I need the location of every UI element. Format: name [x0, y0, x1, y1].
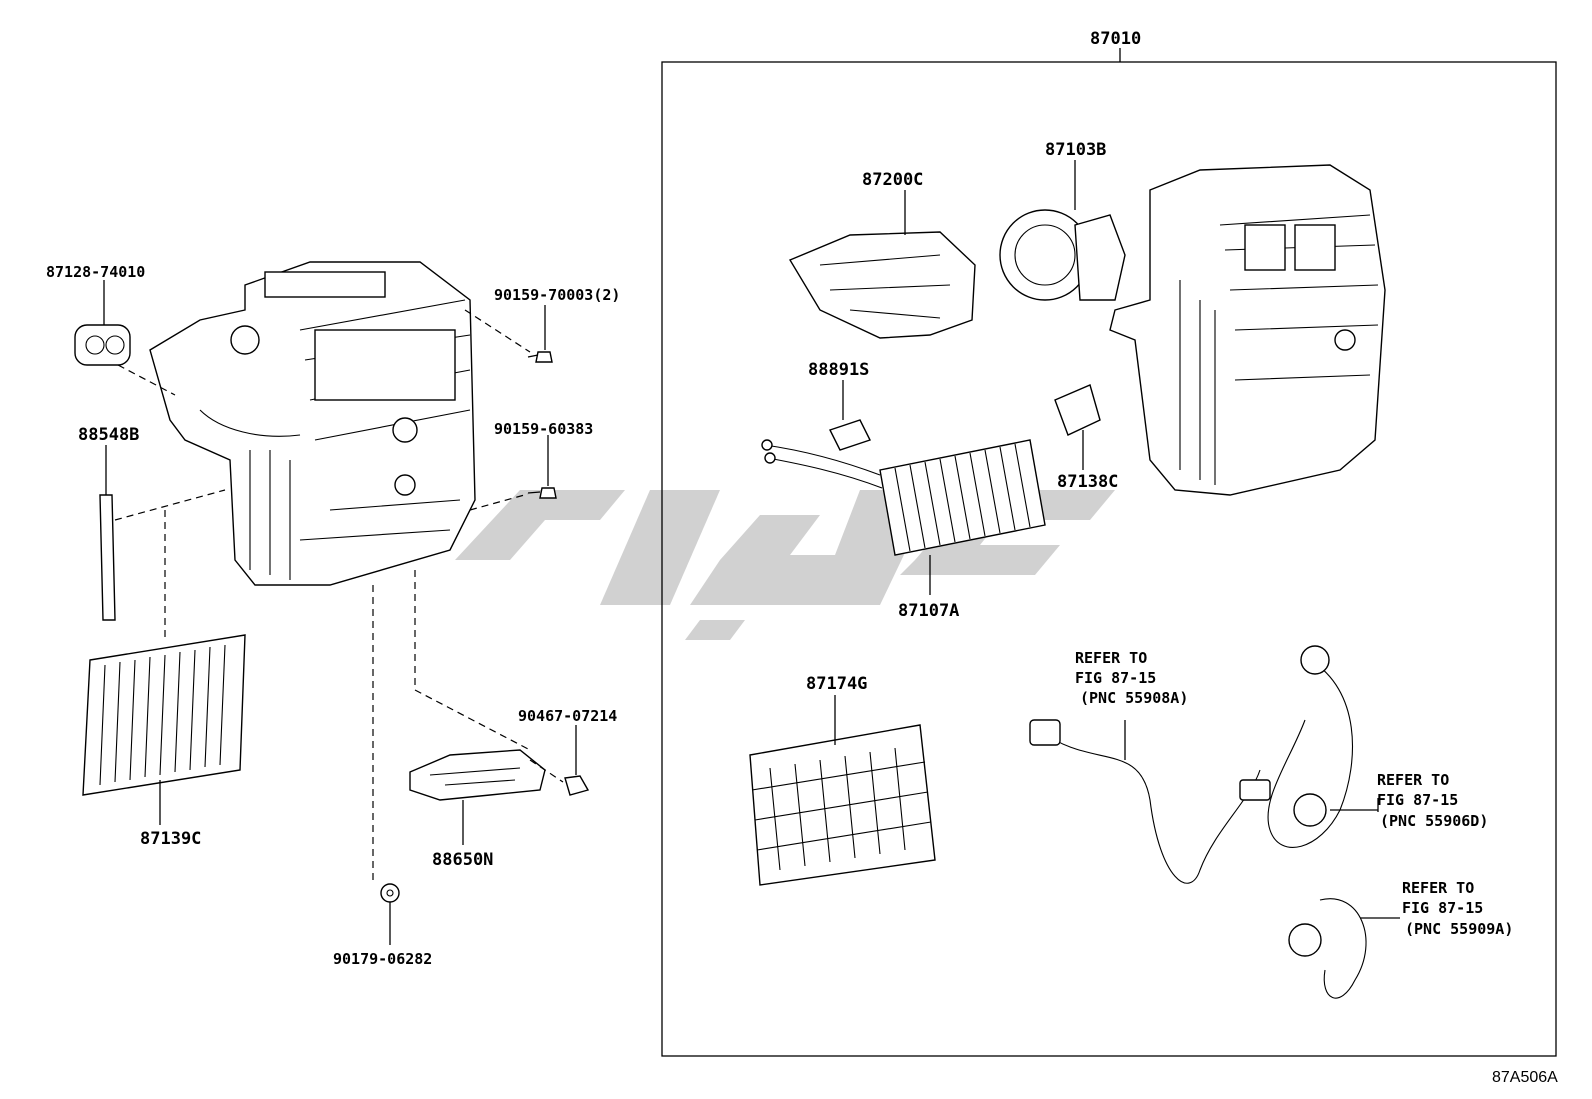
label-90159-70003: 90159-70003(2): [494, 286, 620, 304]
label-88650N: 88650N: [432, 850, 493, 870]
ref2-line3: (PNC 55906D): [1380, 812, 1488, 830]
label-88548B: 88548B: [78, 425, 139, 445]
clip-part: 90467-07214: [518, 707, 617, 796]
label-87174G: 87174G: [806, 674, 867, 694]
label-87103B: 87103B: [1045, 140, 1106, 160]
ref2-line2: FIG 87-15: [1377, 791, 1458, 809]
ref1-line2: FIG 87-15: [1075, 669, 1156, 687]
label-87010: 87010: [1090, 29, 1141, 49]
label-90179-06282: 90179-06282: [333, 950, 432, 968]
air-filter-cover-part: 87174G: [749, 674, 936, 886]
assembly-frame-87010: 87010: [661, 29, 1557, 1057]
ref3-line1: REFER TO: [1402, 879, 1474, 897]
reference-note-3: REFER TO FIG 87-15 (PNC 55909A): [1402, 879, 1513, 938]
drawing-code: 87A506A: [1492, 1069, 1558, 1086]
seal-strip-part: 88548B: [78, 425, 226, 621]
ref1-line3: (PNC 55908A): [1080, 689, 1188, 707]
ref3-line2: FIG 87-15: [1402, 899, 1483, 917]
label-87138C: 87138C: [1057, 472, 1118, 492]
wire-harness-part: [1029, 645, 1400, 999]
ref2-line1: REFER TO: [1377, 771, 1449, 789]
blower-resistor-part: 87138C: [1054, 384, 1118, 492]
ref1-line1: REFER TO: [1075, 649, 1147, 667]
screw-part-b: 90159-60383: [469, 420, 593, 511]
label-87139C: 87139C: [140, 829, 201, 849]
heater-core-part: 87107A: [761, 439, 1046, 621]
ref3-line3: (PNC 55909A): [1405, 920, 1513, 938]
reference-note-2: REFER TO FIG 87-15 (PNC 55906D): [1377, 771, 1488, 830]
label-90159-60383: 90159-60383: [494, 420, 593, 438]
label-87128-74010: 87128-74010: [46, 263, 145, 281]
heater-unit-housing: [149, 261, 476, 586]
label-88891S: 88891S: [808, 360, 869, 380]
air-filter-part: 87139C: [82, 510, 246, 849]
sensor-bracket-part: 88650N: [409, 570, 546, 870]
label-87200C: 87200C: [862, 170, 923, 190]
screw-part-a: 90159-70003(2): [464, 286, 620, 363]
blower-case-part: 87200C: [788, 170, 976, 339]
label-87107A: 87107A: [898, 601, 959, 621]
reference-note-1: REFER TO FIG 87-15 (PNC 55908A): [1075, 649, 1188, 707]
nut-part: 90179-06282: [333, 585, 432, 968]
grommet-part: 87128-74010: [46, 263, 176, 396]
label-90467-07214: 90467-07214: [518, 707, 617, 725]
pipe-clip-part: 88891S: [808, 360, 871, 451]
watermark-logo: [455, 490, 1115, 640]
hvac-case-part: [1109, 164, 1386, 496]
blower-motor-part: 87103B: [999, 140, 1126, 301]
